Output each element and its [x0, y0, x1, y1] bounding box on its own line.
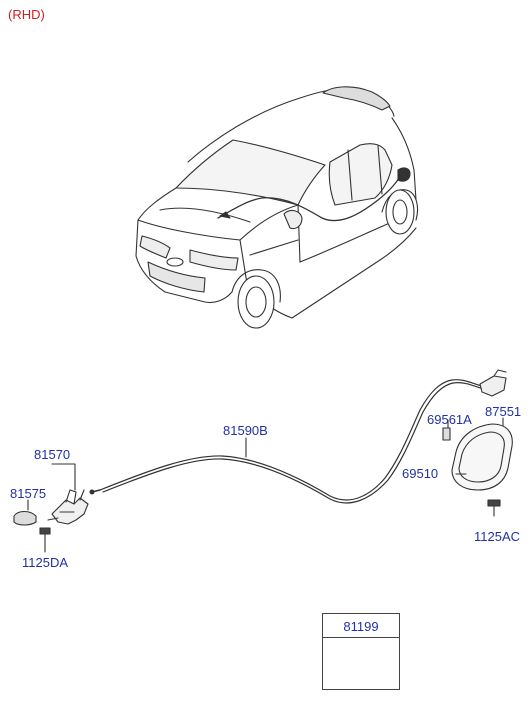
label-69561A: 69561A [427, 412, 472, 427]
part-box-header: 81199 [323, 614, 399, 638]
filler-door-assembly [442, 369, 513, 517]
label-69510: 69510 [402, 466, 439, 481]
label-81575: 81575 [10, 486, 47, 501]
part-box-81199: 81199 [322, 613, 400, 690]
label-87551: 87551 [485, 404, 522, 419]
part-box-label: 81199 [343, 619, 379, 634]
release-lever-assembly [13, 463, 101, 553]
label-1125AC: 1125AC [474, 529, 521, 544]
variant-note: (RHD) [8, 7, 45, 22]
label-81570: 81570 [34, 447, 71, 462]
release-cable [99, 379, 491, 504]
car-illustration [135, 86, 419, 329]
label-1125DA: 1125DA [22, 555, 69, 570]
label-81590B: 81590B [223, 423, 268, 438]
